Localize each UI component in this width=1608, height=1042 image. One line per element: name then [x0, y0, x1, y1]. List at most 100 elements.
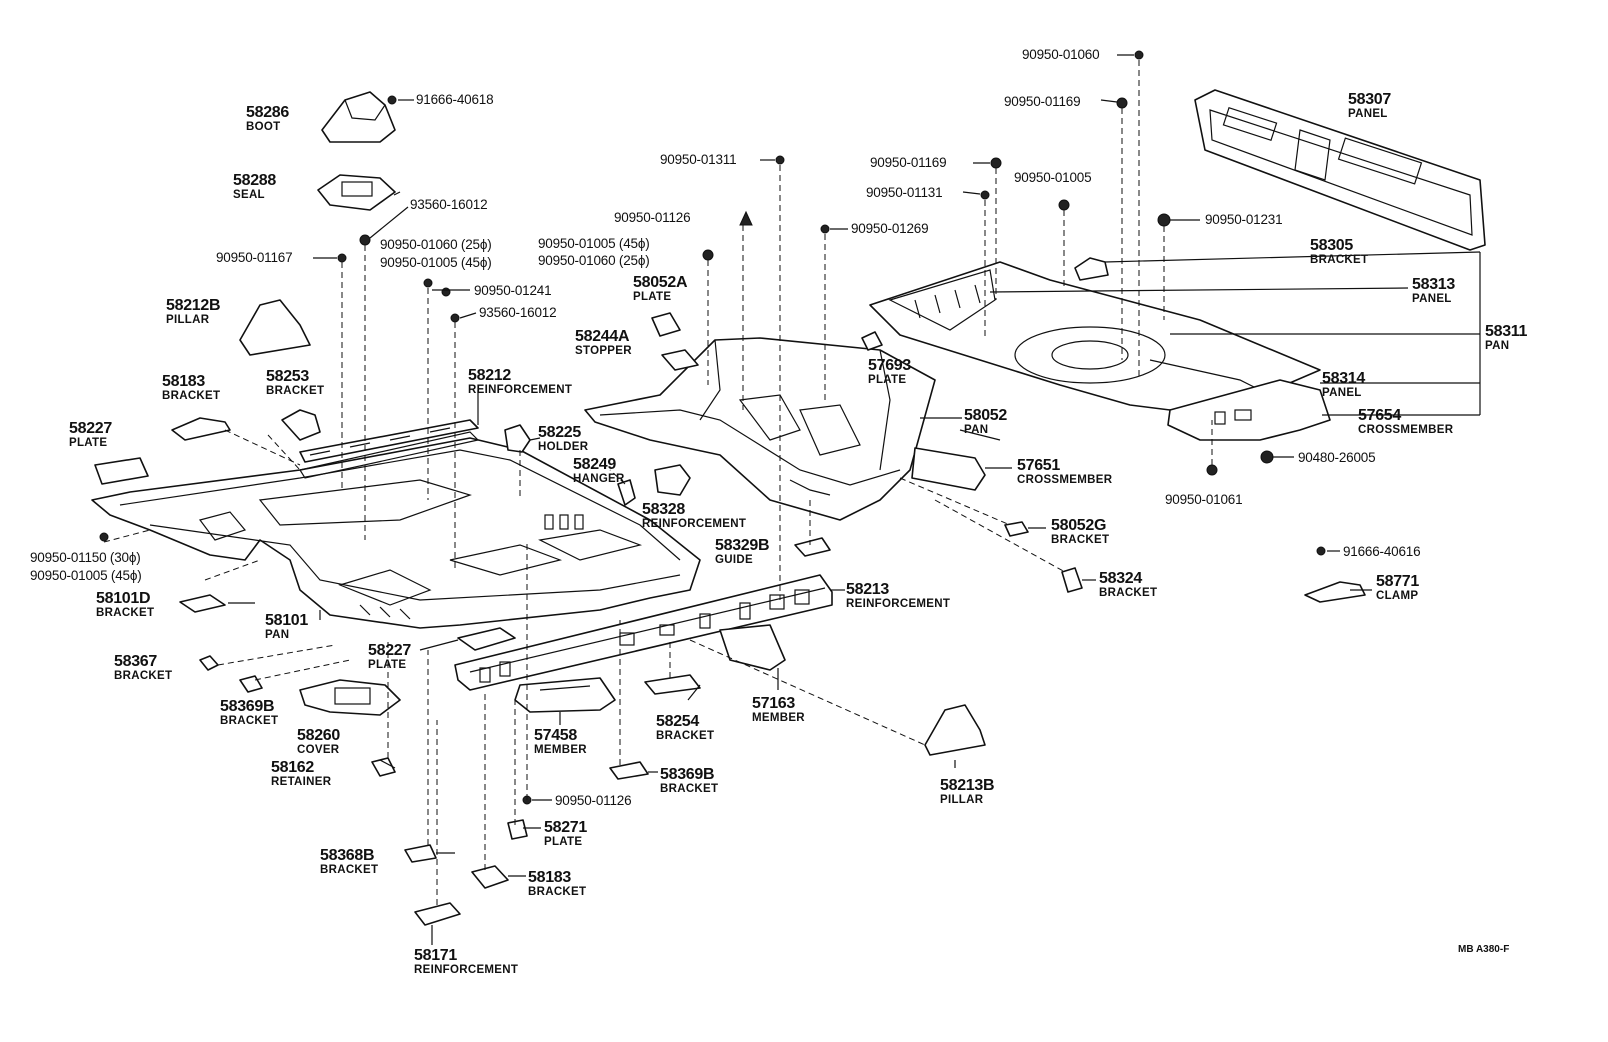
partno-91666-40618: 91666-40618: [416, 92, 493, 107]
partno-90950-01005-45-b: 90950-01005 (45ϕ): [538, 236, 650, 251]
label-58311-name: PAN: [1485, 340, 1509, 352]
label-58288-name: SEAL: [233, 189, 265, 201]
rear-floor-pan-58052-drawing: [584, 337, 936, 521]
label-58286-number: 58286: [246, 104, 289, 121]
label-57651-name: CROSSMEMBER: [1017, 474, 1113, 486]
label-58369B-number-b: 58369B: [660, 766, 714, 783]
partno-90950-01169-b: 90950-01169: [1004, 94, 1080, 109]
label-58052G-number: 58052G: [1051, 517, 1106, 534]
label-58771-name: CLAMP: [1376, 590, 1418, 602]
label-58369B-name-a: BRACKET: [220, 715, 278, 727]
label-58286-name: BOOT: [246, 121, 280, 133]
label-57163-number: 57163: [752, 695, 795, 712]
partno-90950-01231: 90950-01231: [1205, 212, 1282, 227]
label-58271-number: 58271: [544, 819, 587, 836]
partno-90950-01005: 90950-01005: [1014, 170, 1091, 185]
label-58052G-name: BRACKET: [1051, 534, 1109, 546]
label-58771-number: 58771: [1376, 573, 1419, 590]
label-58227-name-b: PLATE: [368, 659, 406, 671]
label-58212-name: REINFORCEMENT: [468, 384, 572, 396]
label-58271-name: PLATE: [544, 836, 582, 848]
label-58101-name: PAN: [265, 629, 289, 641]
label-57654-name: CROSSMEMBER: [1358, 424, 1454, 436]
partno-90950-01126-b: 90950-01126: [555, 793, 631, 808]
label-58212B-name: PILLAR: [166, 314, 210, 326]
partno-93560-16012-a: 93560-16012: [410, 197, 487, 212]
label-58227-number-a: 58227: [69, 420, 112, 437]
label-58369B-number-a: 58369B: [220, 698, 274, 715]
label-58213B-number: 58213B: [940, 777, 994, 794]
label-57693-number: 57693: [868, 357, 911, 374]
label-58368B-name: BRACKET: [320, 864, 378, 876]
partno-90950-01311: 90950-01311: [660, 152, 736, 167]
label-58052A-name: PLATE: [633, 291, 671, 303]
label-58213B-name: PILLAR: [940, 794, 984, 806]
label-58329B-number: 58329B: [715, 537, 769, 554]
label-58254-number: 58254: [656, 713, 699, 730]
label-58314-name: PANEL: [1322, 387, 1362, 399]
partno-90950-01126-a: 90950-01126: [614, 210, 690, 225]
crossmember-57651-drawing: [911, 447, 986, 491]
panel-58307-drawing: [1194, 89, 1486, 251]
label-58253-name: BRACKET: [266, 385, 324, 397]
label-58329B-name: GUIDE: [715, 554, 753, 566]
label-58249-number: 58249: [573, 456, 616, 473]
label-58254-name: BRACKET: [656, 730, 714, 742]
label-58183-number-b: 58183: [528, 869, 571, 886]
label-57651-number: 57651: [1017, 457, 1060, 474]
label-58313-number: 58313: [1412, 276, 1455, 293]
leader-lines: [103, 54, 1481, 945]
label-58227-number-b: 58227: [368, 642, 411, 659]
label-58213-name: REINFORCEMENT: [846, 598, 950, 610]
label-57654-number: 57654: [1358, 407, 1401, 424]
label-58367-number: 58367: [114, 653, 157, 670]
member-57458-drawing: [514, 677, 616, 713]
partno-90950-01269: 90950-01269: [851, 221, 928, 236]
label-58305-name: BRACKET: [1310, 254, 1368, 266]
label-58328-name: REINFORCEMENT: [642, 518, 746, 530]
label-58244A-number: 58244A: [575, 328, 630, 345]
label-58225-number: 58225: [538, 424, 581, 441]
label-58328-number: 58328: [642, 501, 685, 518]
label-58324-number: 58324: [1099, 570, 1142, 587]
label-58227-name-a: PLATE: [69, 437, 107, 449]
partno-90950-01150-30: 90950-01150 (30ϕ): [30, 550, 141, 565]
partno-90950-01169-a: 90950-01169: [870, 155, 946, 170]
label-58311-number: 58311: [1485, 323, 1528, 340]
label-58183-name-b: BRACKET: [528, 886, 586, 898]
label-58260-name: COVER: [297, 744, 340, 756]
partno-90950-01005-45-a: 90950-01005 (45ϕ): [380, 255, 492, 270]
partno-90950-01131: 90950-01131: [866, 185, 942, 200]
label-58183-name-a: BRACKET: [162, 390, 220, 402]
label-58162-name: RETAINER: [271, 776, 332, 788]
label-58052-name: PAN: [964, 424, 988, 436]
label-58212-number: 58212: [468, 367, 511, 384]
label-58101D-name: BRACKET: [96, 607, 154, 619]
label-58225-name: HOLDER: [538, 441, 589, 453]
reinforcement-58212-drawing: [299, 419, 479, 463]
partno-93560-16012-b: 93560-16012: [479, 305, 556, 320]
label-58101-number: 58101: [265, 612, 308, 629]
label-58212B-number: 58212B: [166, 297, 220, 314]
reinforcement-58213-drawing: [454, 574, 833, 691]
crossmember-57654-drawing: [1167, 379, 1331, 441]
label-58171-number: 58171: [414, 947, 457, 964]
partno-90950-01060-25-b: 90950-01060 (25ϕ): [538, 253, 650, 268]
label-58324-name: BRACKET: [1099, 587, 1157, 599]
partno-91666-40616: 91666-40616: [1343, 544, 1420, 559]
label-58183-number-a: 58183: [162, 373, 205, 390]
label-58253-number: 58253: [266, 368, 309, 385]
partno-90950-01241: 90950-01241: [474, 283, 551, 298]
part-labels: 58286 BOOT 91666-40618 58288 SEAL 93560-…: [30, 47, 1528, 976]
label-58307-name: PANEL: [1348, 108, 1388, 120]
partno-90950-01005-45-c: 90950-01005 (45ϕ): [30, 568, 142, 583]
partno-90950-01167: 90950-01167: [216, 250, 292, 265]
label-57458-name: MEMBER: [534, 744, 587, 756]
label-58288-number: 58288: [233, 172, 276, 189]
partno-90950-01061: 90950-01061: [1165, 492, 1242, 507]
label-58162-number: 58162: [271, 759, 314, 776]
partno-90950-01060: 90950-01060: [1022, 47, 1099, 62]
label-58213-number: 58213: [846, 581, 889, 598]
label-58369B-name-b: BRACKET: [660, 783, 718, 795]
partno-90950-01060-25-a: 90950-01060 (25ϕ): [380, 237, 492, 252]
